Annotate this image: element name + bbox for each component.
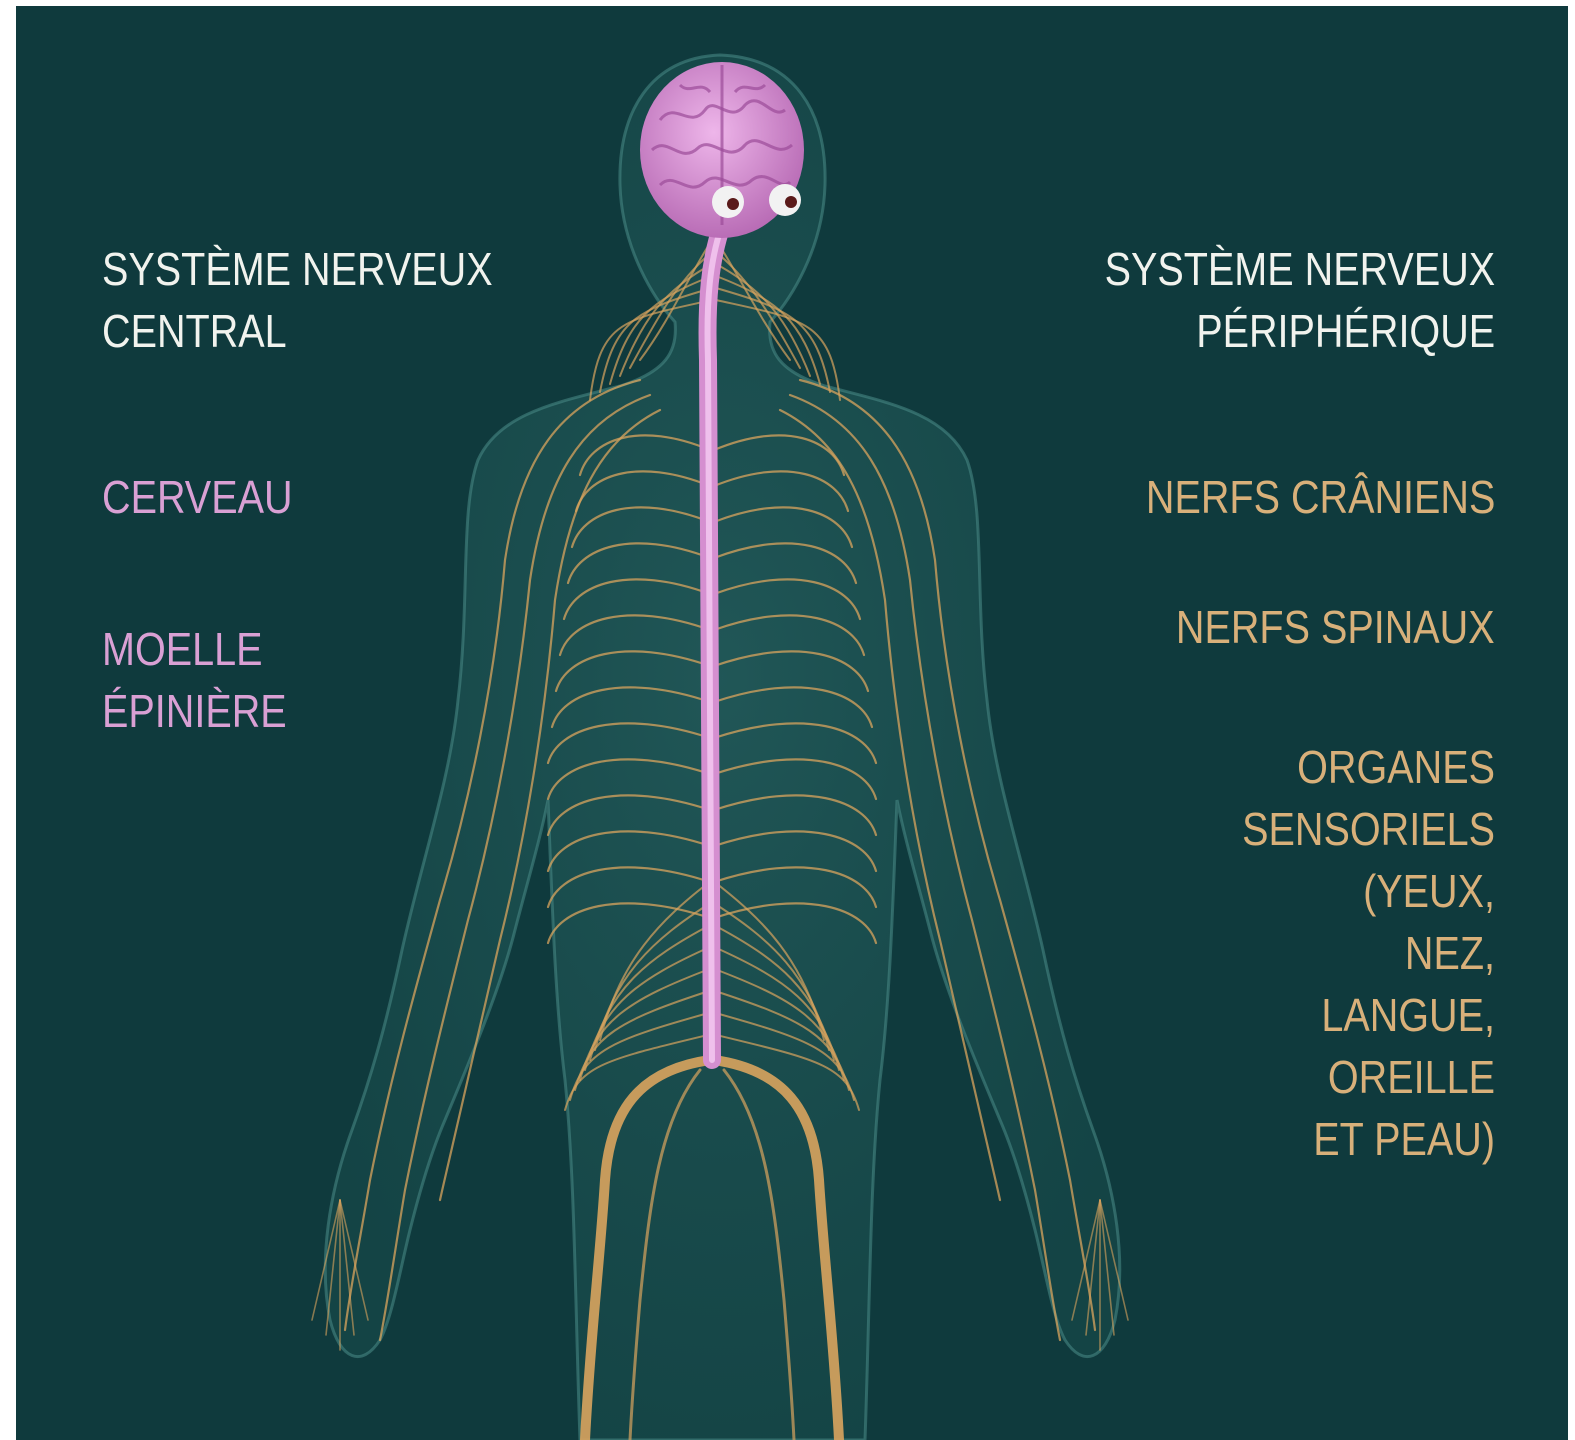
spinal-nerves-label: NERFS SPINAUX	[1176, 596, 1495, 658]
brain-label: CERVEAU	[102, 466, 293, 528]
sense-organs-label: ORGANES SENSORIELS (YEUX, NEZ, LANGUE, O…	[1242, 736, 1495, 1170]
peripheral-nervous-system-title: SYSTÈME NERVEUX PÉRIPHÉRIQUE	[1104, 238, 1495, 362]
cranial-nerves-label: NERFS CRÂNIENS	[1146, 466, 1495, 528]
central-nervous-system-title: SYSTÈME NERVEUX CENTRAL	[102, 238, 493, 362]
spinal-cord-label: MOELLE ÉPINIÈRE	[102, 618, 287, 742]
